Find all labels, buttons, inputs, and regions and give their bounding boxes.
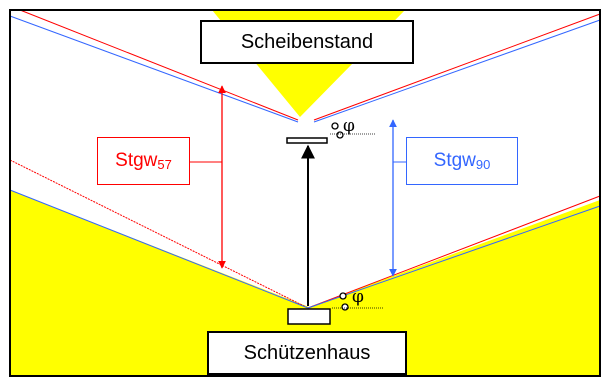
target-angle-marker — [330, 122, 375, 139]
shooter-angle-marker — [332, 292, 384, 311]
target-range-label: Scheibenstand — [240, 30, 374, 53]
shooter-house-box: Schützenhaus — [207, 331, 407, 375]
blue-upper-right-line — [313, 19, 601, 123]
red-lower-left-line — [9, 159, 309, 309]
shooter-house-label: Schützenhaus — [243, 341, 371, 364]
stgw90-label-box: Stgw90 — [406, 137, 518, 185]
blue-lower-right-line — [307, 205, 601, 309]
diagram-frame — [9, 9, 601, 377]
red-upper-left-line — [19, 9, 299, 121]
stgw90-label-text: Stgw90 — [433, 150, 491, 172]
blue-upper-left-line — [9, 15, 299, 123]
blue-lower-left-line — [9, 189, 309, 309]
stgw57-label-box: Stgw57 — [97, 137, 190, 185]
stgw57-label-text: Stgw57 — [115, 150, 172, 172]
red-upper-right-line — [313, 13, 601, 121]
shooter-stand — [287, 308, 331, 325]
target-plate — [286, 137, 328, 144]
shooter-phi-symbol: φ — [352, 287, 364, 307]
target-phi-symbol: φ — [343, 116, 355, 136]
target-range-box: Scheibenstand — [200, 20, 414, 64]
red-lower-right-line — [307, 195, 601, 309]
